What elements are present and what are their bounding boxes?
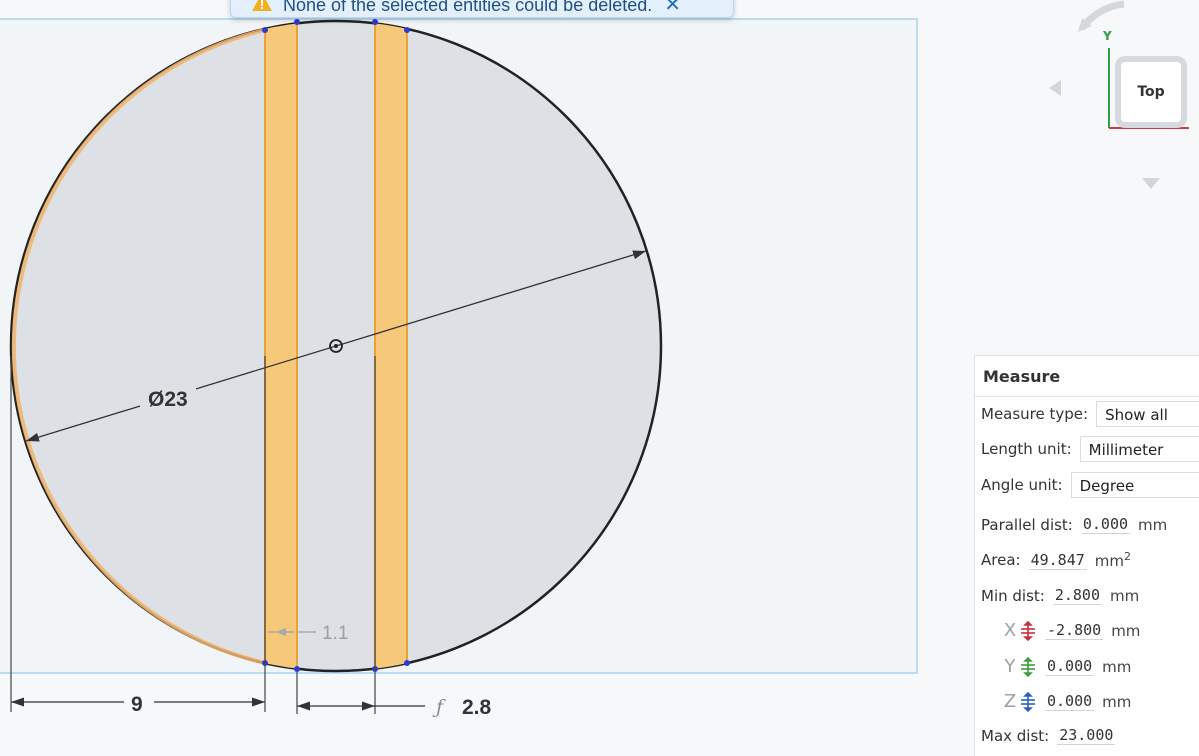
divider <box>975 396 1199 397</box>
min-dist-unit: mm <box>1109 586 1140 605</box>
x-axis-letter: X <box>1003 620 1017 641</box>
x-delta-icon <box>1021 620 1035 641</box>
measure-panel-title: Measure <box>983 367 1061 386</box>
x-delta-value[interactable]: -2.800 <box>1045 621 1104 640</box>
extension-lines <box>10 356 376 714</box>
min-dist-value[interactable]: 2.800 <box>1052 586 1102 605</box>
sketch-viewport[interactable]: Ø23 9 1.1 ƒ 2.8 Y <box>0 0 1199 734</box>
slot-right-region[interactable] <box>374 0 408 734</box>
area-label: Area: <box>981 551 1021 569</box>
rotate-left-icon[interactable] <box>1049 80 1061 96</box>
z-delta-icon <box>1021 691 1035 712</box>
z-delta-value[interactable]: 0.000 <box>1045 692 1095 711</box>
y-delta-value[interactable]: 0.000 <box>1045 657 1095 676</box>
z-delta-unit: mm <box>1102 692 1132 711</box>
center-point[interactable] <box>329 339 343 353</box>
slot-left-region[interactable] <box>264 0 298 734</box>
selected-arc[interactable] <box>11 28 266 665</box>
parallel-dist-value[interactable]: 0.000 <box>1080 515 1131 534</box>
x-delta-unit: mm <box>1111 621 1141 640</box>
max-dist-value[interactable]: 23.000 <box>1057 726 1116 745</box>
dimension-slot-label[interactable]: 2.8 <box>462 696 492 719</box>
dimension-gap-label[interactable]: 1.1 <box>322 623 348 644</box>
angle-unit-label: Angle unit: <box>981 476 1063 494</box>
area-unit: mm2 <box>1094 550 1131 570</box>
rotate-down-icon[interactable] <box>1142 178 1160 189</box>
length-unit-select[interactable]: Millimeter <box>1079 436 1199 462</box>
z-axis-letter: Z <box>1003 691 1017 712</box>
toast-message: None of the selected entities could be d… <box>283 0 653 15</box>
parallel-dist-unit: mm <box>1138 515 1168 534</box>
max-dist-label: Max dist: <box>981 726 1050 745</box>
diameter-dimension-label[interactable]: Ø23 <box>148 388 188 411</box>
sketch-points <box>262 19 410 672</box>
dimension-slot-prefix: ƒ <box>432 696 446 718</box>
close-icon[interactable]: ✕ <box>664 0 682 16</box>
warning-icon <box>252 0 272 11</box>
view-cube-label: Top <box>1137 84 1165 100</box>
y-delta-icon <box>1021 656 1035 677</box>
view-cube-top-face[interactable]: Top <box>1115 56 1187 128</box>
area-value[interactable]: 49.847 <box>1028 550 1087 570</box>
measure-panel: Measure Measure type: Show all Length un… <box>974 355 1199 756</box>
y-delta-unit: mm <box>1102 657 1132 676</box>
angle-unit-select[interactable]: Degree <box>1070 472 1199 498</box>
area-unit-exponent: 2 <box>1124 550 1131 563</box>
y-axis-letter: Y <box>1004 656 1016 677</box>
length-unit-label: Length unit: <box>981 440 1072 458</box>
parallel-dist-label: Parallel dist: <box>981 515 1073 534</box>
measure-type-select[interactable]: Show all <box>1096 401 1199 427</box>
measure-type-label: Measure type: <box>981 405 1089 423</box>
min-dist-label: Min dist: <box>981 586 1045 605</box>
dimension-9-label[interactable]: 9 <box>131 693 143 716</box>
y-axis-label: Y <box>1102 29 1112 43</box>
warning-toast: None of the selected entities could be d… <box>230 0 734 18</box>
